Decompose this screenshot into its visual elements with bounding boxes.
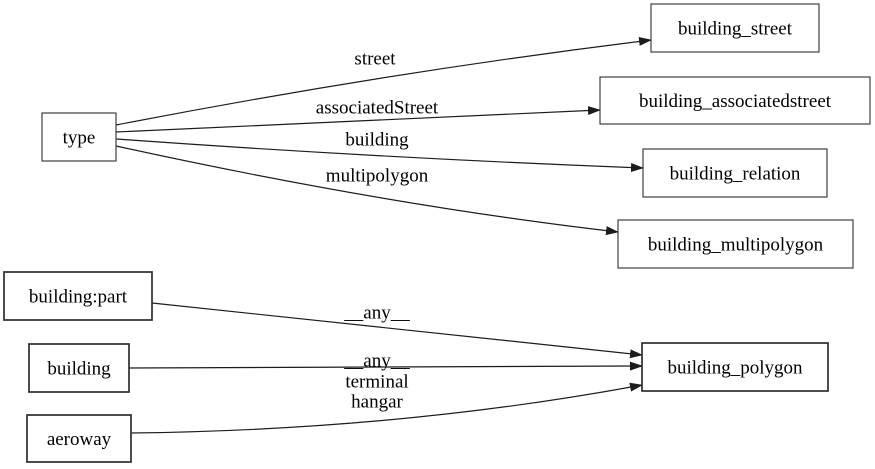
node-building_associatedstreet: building_associatedstreet [599, 76, 871, 125]
node-label-building_street: building_street [678, 18, 793, 39]
edge-type-to-building_multipolygon [115, 145, 619, 236]
node-label-building_associatedstreet: building_associatedstreet [639, 91, 832, 112]
node-building_polygon: building_polygon [641, 342, 829, 392]
node-building_part: building:part [3, 271, 153, 321]
node-box-aeroway [26, 414, 132, 463]
node-box-building_part [3, 271, 153, 321]
node-building_street: building_street [650, 3, 820, 53]
node-aeroway: aeroway [26, 414, 132, 463]
node-label-building_part: building:part [29, 286, 128, 307]
node-box-building [28, 343, 130, 393]
edge-label-type-to-building_multipolygon: multipolygon [326, 165, 429, 186]
node-building_relation: building_relation [642, 148, 828, 198]
node-label-building: building [47, 358, 111, 379]
node-box-building_street [650, 3, 820, 53]
edge-label-building_part-to-building_polygon: __any__ [343, 302, 410, 323]
edge-label-type-to-building_relation: building [345, 129, 409, 150]
node-label-building_relation: building_relation [670, 163, 801, 184]
node-box-building_polygon [641, 342, 829, 392]
edge-label-building-to-building_polygon: __any__ [343, 350, 410, 371]
edge-type-to-building_associatedstreet [115, 106, 601, 133]
node-box-building_associatedstreet [599, 76, 871, 125]
node-building: building [28, 343, 130, 393]
node-label-building_polygon: building_polygon [667, 357, 803, 378]
node-building_multipolygon: building_multipolygon [617, 219, 854, 269]
node-label-building_multipolygon: building_multipolygon [648, 234, 824, 255]
node-label-aeroway: aeroway [47, 429, 112, 450]
node-label-type: type [63, 127, 96, 148]
edge-label-aeroway-to-building_polygon-2: hangar [351, 391, 403, 412]
node-box-building_relation [642, 148, 828, 198]
node-box-type [41, 112, 117, 162]
node-box-building_multipolygon [617, 219, 854, 269]
edge-label-type-to-building_street: street [354, 48, 396, 69]
edge-building_part-to-building_polygon [151, 302, 643, 359]
edge-building-to-building_polygon [128, 361, 643, 371]
edge-type-to-building_relation [115, 138, 644, 173]
edge-label-type-to-building_associatedstreet: associatedStreet [316, 97, 439, 118]
edge-aeroway-to-building_polygon [130, 382, 643, 434]
node-type: type [41, 112, 117, 162]
edge-type-to-building_street [115, 36, 652, 126]
edge-label-aeroway-to-building_polygon-1: terminal [345, 371, 408, 392]
